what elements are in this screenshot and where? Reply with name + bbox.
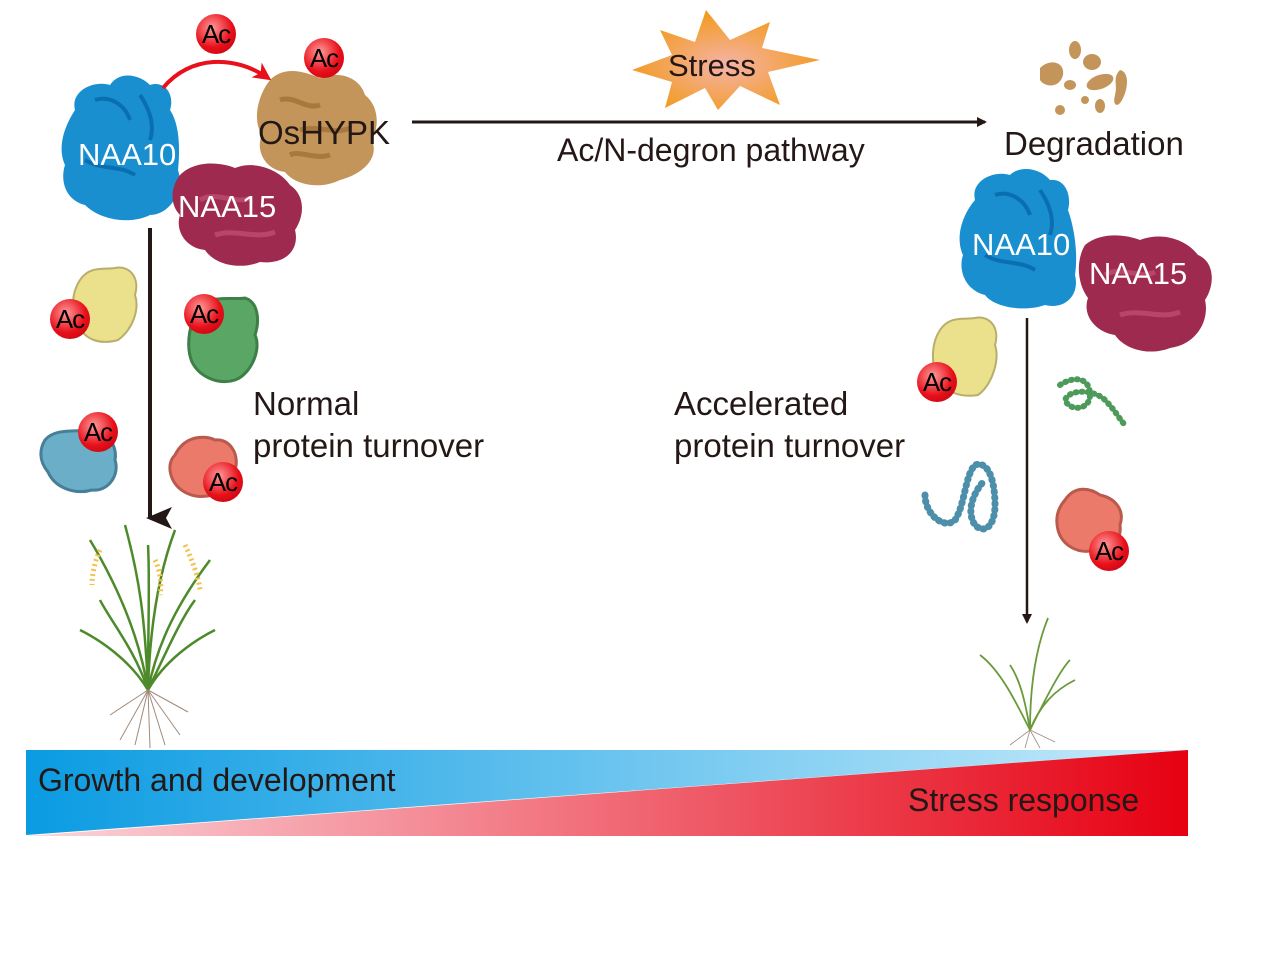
acetyl-group-green-left: Ac bbox=[184, 294, 224, 334]
pathway-label: Ac/N-degron pathway bbox=[557, 132, 865, 168]
naa10-label-right: NAA10 bbox=[972, 227, 1071, 262]
acetyl-group-free: Ac bbox=[196, 14, 236, 54]
acetyl-group-salmon-left: Ac bbox=[203, 462, 243, 502]
acetyl-group-yellow-left: Ac bbox=[50, 299, 90, 339]
normal-turnover-line2: protein turnover bbox=[253, 427, 485, 464]
stress-label: Stress bbox=[668, 48, 756, 83]
unfolded-chain-green bbox=[1057, 376, 1128, 428]
acetyl-group-yellow-right: Ac bbox=[917, 362, 957, 402]
growth-gradient-region bbox=[26, 750, 1188, 835]
growth-development-label: Growth and development bbox=[38, 762, 396, 798]
naa10-label-left: NAA10 bbox=[78, 137, 177, 172]
naa15-label-left: NAA15 bbox=[178, 189, 277, 224]
naa15-label-right: NAA15 bbox=[1089, 256, 1188, 291]
accelerated-turnover-line2: protein turnover bbox=[674, 427, 906, 464]
rice-roots-healthy bbox=[109, 689, 189, 749]
accelerated-turnover-line1: Accelerated bbox=[674, 385, 849, 422]
rice-grain-healthy bbox=[89, 543, 203, 596]
acetyl-group-oshypk: Ac bbox=[304, 38, 344, 78]
naa15-protein-left bbox=[172, 163, 302, 266]
rice-roots-stressed bbox=[1009, 729, 1056, 749]
acetylation-arrow bbox=[161, 59, 272, 90]
rice-plant-healthy-icon bbox=[79, 524, 216, 691]
degradation-fragments-icon bbox=[1040, 41, 1127, 115]
stress-response-label: Stress response bbox=[908, 782, 1140, 818]
acetyl-group-blue-left: Ac bbox=[78, 412, 118, 452]
oshypk-label: OsHYPK bbox=[258, 114, 391, 151]
naa15-protein-right bbox=[1078, 235, 1212, 352]
naa10-protein-left bbox=[61, 75, 180, 221]
rice-plant-stressed-icon bbox=[979, 617, 1076, 731]
normal-turnover-line1: Normal bbox=[253, 385, 360, 422]
degradation-label: Degradation bbox=[1004, 125, 1184, 162]
stress-star-icon bbox=[632, 10, 820, 110]
unfolded-chain-blue bbox=[921, 460, 999, 533]
naa10-protein-right bbox=[959, 168, 1077, 309]
oshypk-protein bbox=[256, 71, 377, 186]
stress-gradient-region bbox=[26, 750, 1188, 836]
growth-stress-gradient-bar bbox=[26, 750, 1188, 836]
acetyl-group-salmon-right: Ac bbox=[1089, 531, 1129, 571]
